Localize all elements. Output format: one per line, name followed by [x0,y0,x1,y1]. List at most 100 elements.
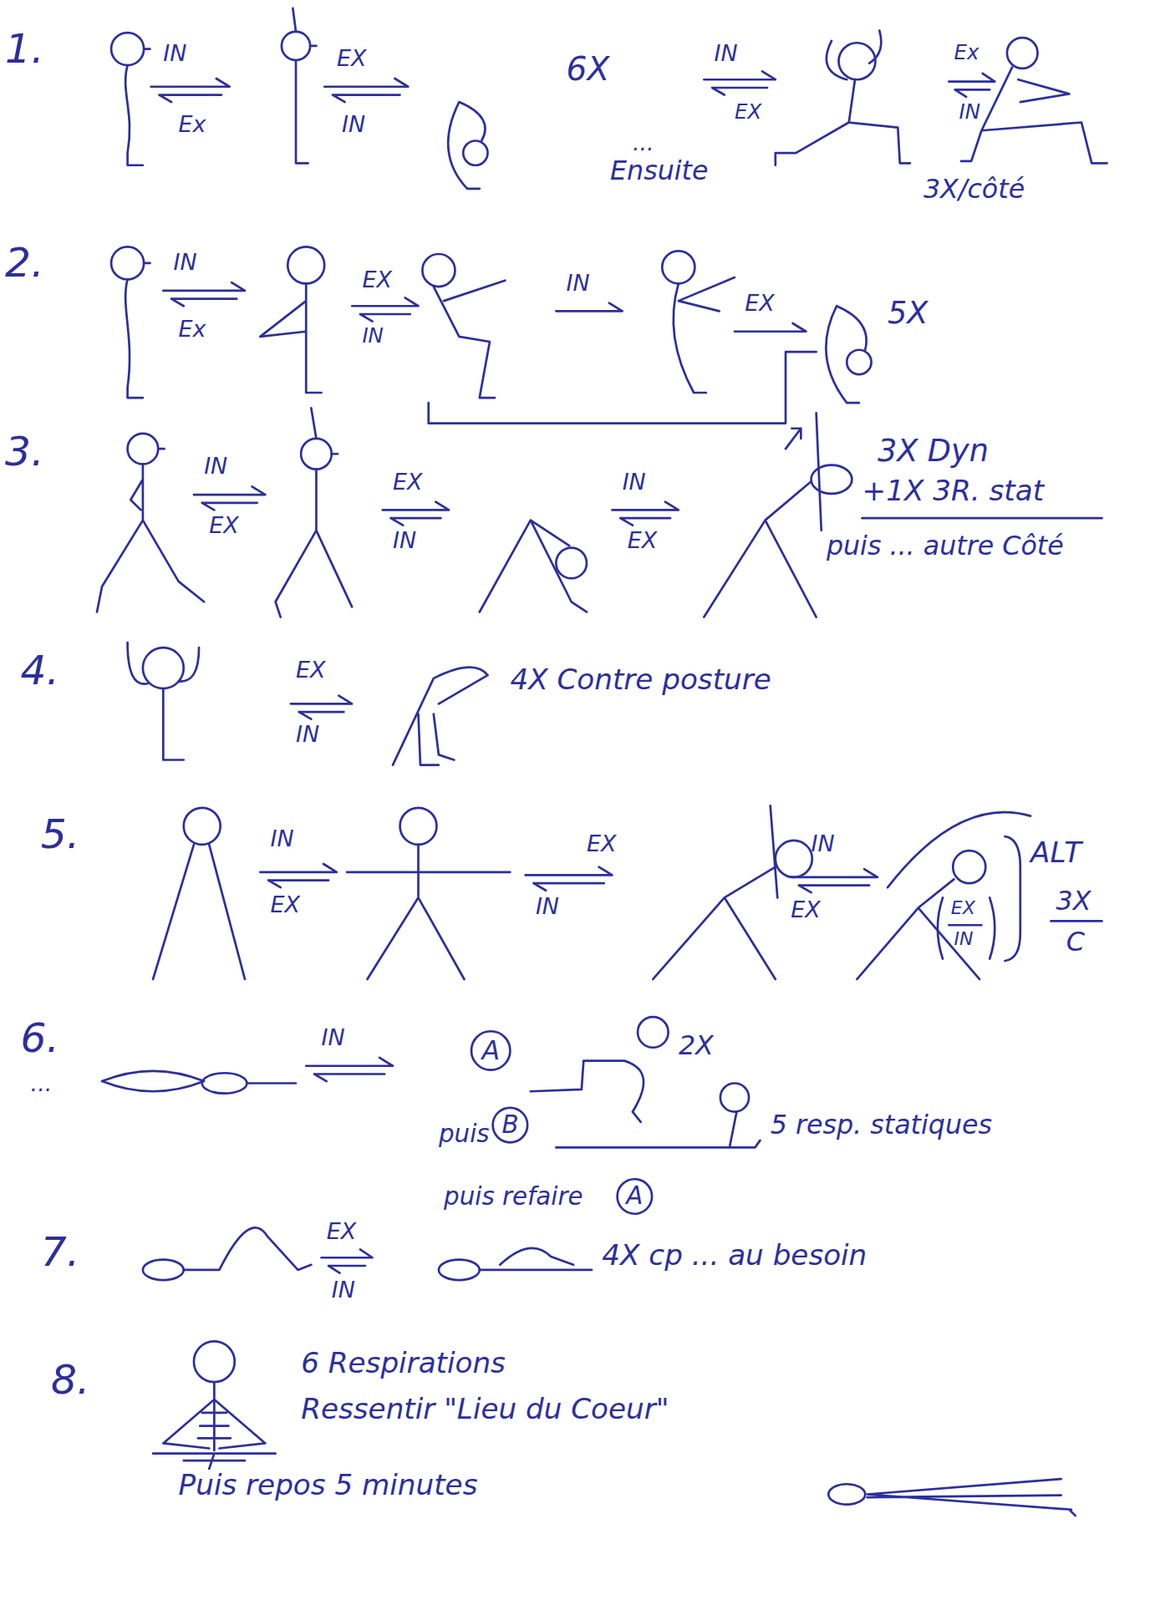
step-number: 3. [5,428,45,476]
breath-arrow [948,73,995,97]
breath-arrow [305,1058,393,1082]
head [438,1260,480,1281]
breath-label: EX [208,513,239,540]
head [111,32,144,66]
breath-label: EX [744,290,774,317]
breath-label: Ex [954,40,980,65]
stick-figure [183,1227,312,1271]
head [828,1484,865,1505]
breath-label: EX [951,897,976,919]
circle-mark [617,1179,653,1215]
bracket [428,351,817,423]
stick-figure [530,1061,644,1123]
breath-label: IN [270,826,295,853]
head [811,465,853,494]
circled-letter: B [501,1111,519,1140]
breath-arrow [351,297,418,321]
parenthesis [937,897,995,959]
stick-figure [96,448,204,612]
breath-label: EX [586,831,616,858]
head [637,1017,669,1049]
note-text: 4X Contre posture [509,663,771,697]
stick-figure [555,1112,760,1149]
breath-label: EX [326,1219,357,1246]
note-text: ... [632,130,655,157]
head [720,1083,749,1112]
breath-arrow [525,867,613,891]
underline [862,517,1103,520]
breath-label: EX [790,897,820,924]
breath-label: IN [714,40,738,67]
head [1007,37,1038,69]
stick-figure [125,49,150,166]
note-text: puis ... autre Côté [826,530,1064,561]
step-number: 1. [5,25,45,73]
note-text: C [1066,926,1085,957]
repeat-count: 6X [566,50,611,89]
circled-letter: A [625,1182,643,1211]
breath-arrow [193,486,265,510]
head [555,548,587,580]
breath-label: EX [392,469,423,496]
stick-figure [961,67,1108,164]
stick-figure [479,1248,592,1271]
note-text: puis [438,1120,490,1150]
circle-mark [493,1108,529,1144]
stick-figure [152,1382,275,1470]
bracket [1004,836,1102,962]
breath-label: Ex [178,111,207,138]
stick-figure [292,8,316,164]
breath-label: EX [627,528,657,555]
step-number: 2. [5,239,45,287]
head [775,840,813,878]
stick-figure [825,305,866,403]
step-number: 7. [40,1229,81,1277]
head [463,140,488,165]
note-text: 5 resp. statiques [770,1109,993,1140]
breath-label: IN [341,111,366,138]
head [142,647,184,689]
breath-label: IN [321,1025,346,1052]
head [661,250,695,284]
step-number: 4. [20,647,60,695]
note-text: puis refaire [443,1183,583,1212]
head [183,808,221,845]
step-number: 5. [40,811,81,859]
breath-label: EX [336,45,367,72]
repeat-count: 3X [1056,885,1092,916]
breath-label: EX [295,657,326,684]
breath-arrow [555,303,622,312]
head [127,433,159,465]
breath-label: IN [295,722,320,748]
breath-label: IN [622,469,647,496]
breath-arrow [382,502,449,526]
note-text: Puis repos 5 minutes [178,1469,479,1502]
stick-figure [127,642,199,760]
note-text: 6 Respirations [300,1347,506,1380]
step-number: 8. [50,1357,91,1405]
stick-figure [392,667,489,766]
step-number: 6. [20,1015,60,1063]
stick-figure [703,412,821,617]
breath-label: IN [203,453,228,480]
note-text: ... [30,1071,53,1098]
breath-label: IN [566,270,591,297]
repeat-count: 3X/côté [923,173,1025,204]
repeat-count: 3X Dyn [877,433,989,469]
repeat-count: 5X [887,295,928,331]
note-text: +1X 3R. stat [862,474,1045,508]
breath-arrow [321,1249,373,1273]
breath-arrow [151,78,230,102]
breath-arrow [611,502,678,526]
stick-figure [479,520,587,613]
note-text: Ressentir "Lieu du Coeur" [300,1393,669,1426]
note-text: Ensuite [610,155,708,186]
breath-label: IN [535,894,560,921]
stick-figure [867,1479,1076,1517]
circled-letter: A [481,1035,500,1066]
breath-label: IN [361,324,383,348]
breath-arrow [259,864,337,888]
note-text: ALT [1030,836,1082,870]
head [422,254,455,287]
